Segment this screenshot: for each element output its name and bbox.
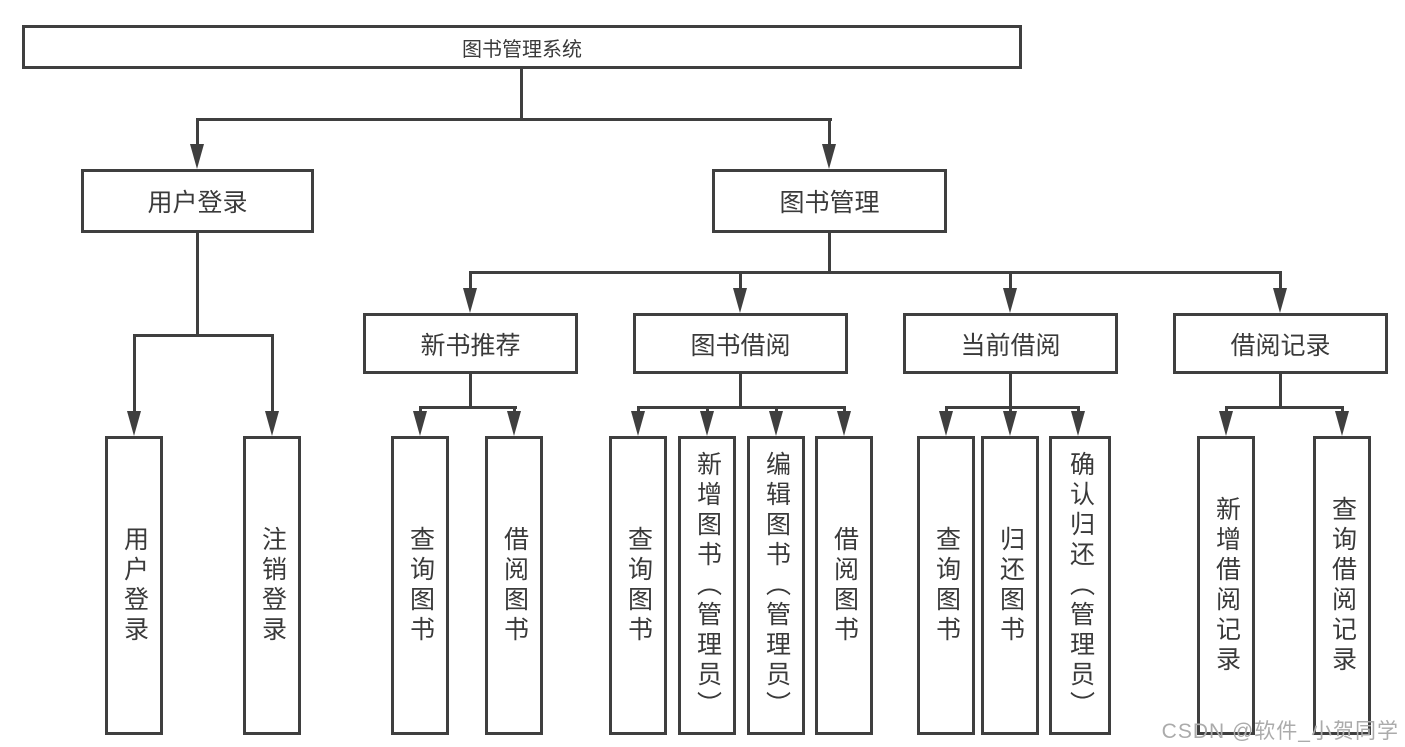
node-label: 新书推荐 bbox=[420, 331, 521, 360]
leaf-query-borrow-record: 查询借阅记录 bbox=[1313, 436, 1371, 735]
node-label: 借阅记录 bbox=[1230, 331, 1331, 360]
arrow-down-icon bbox=[631, 411, 645, 436]
leaf-query-books-current: 查询图书 bbox=[917, 436, 975, 735]
node-label: 确认归还（管理员） bbox=[1066, 450, 1095, 721]
connector-leaf-drop bbox=[637, 406, 640, 414]
arrow-down-icon bbox=[127, 411, 141, 436]
arrow-down-icon bbox=[822, 144, 836, 169]
connector-root-stem bbox=[520, 69, 523, 119]
connector-leaf-drop bbox=[513, 406, 516, 414]
connector-level3-drop bbox=[1009, 271, 1012, 291]
node-label: 借阅图书 bbox=[500, 525, 529, 646]
connector-leaf-drop bbox=[775, 406, 778, 414]
connector-leaf-drop bbox=[1077, 406, 1080, 414]
node-user-login: 用户登录 bbox=[81, 169, 314, 233]
connector-level3-drop bbox=[1279, 271, 1282, 291]
arrow-down-icon bbox=[507, 411, 521, 436]
connector-borrow-records-bar bbox=[1225, 406, 1344, 409]
arrow-down-icon bbox=[769, 411, 783, 436]
connector-leaf-drop bbox=[133, 334, 136, 414]
connector-level3-drop bbox=[469, 271, 472, 291]
leaf-add-book-admin: 新增图书（管理员） bbox=[678, 436, 736, 735]
node-label: 编辑图书（管理员） bbox=[762, 450, 791, 721]
leaf-confirm-return-admin: 确认归还（管理员） bbox=[1049, 436, 1111, 735]
node-label: 当前借阅 bbox=[960, 331, 1061, 360]
connector-leaf-drop bbox=[1225, 406, 1228, 414]
leaf-return-book: 归还图书 bbox=[981, 436, 1039, 735]
node-library-management-system: 图书管理系统 bbox=[22, 25, 1022, 69]
connector-leaf-drop bbox=[706, 406, 709, 414]
arrow-down-icon bbox=[1003, 288, 1017, 313]
node-book-borrowing: 图书借阅 bbox=[633, 313, 848, 374]
arrow-down-icon bbox=[1219, 411, 1233, 436]
connector-current-borrow-bar bbox=[945, 406, 1080, 409]
arrow-down-icon bbox=[733, 288, 747, 313]
connector-leaf-drop bbox=[945, 406, 948, 414]
connector-level3-drop bbox=[739, 271, 742, 291]
node-label: 借阅图书 bbox=[830, 525, 859, 646]
leaf-borrow-books-borrow: 借阅图书 bbox=[815, 436, 873, 735]
leaf-add-borrow-record: 新增借阅记录 bbox=[1197, 436, 1255, 735]
connector-leaf-drop bbox=[271, 334, 274, 414]
node-label: 新增图书（管理员） bbox=[693, 450, 722, 721]
connector-root-bar bbox=[196, 118, 832, 121]
connector-leaf-drop bbox=[1009, 406, 1012, 414]
arrow-down-icon bbox=[837, 411, 851, 436]
node-label: 图书管理系统 bbox=[462, 38, 582, 61]
connector-user-login-stem bbox=[196, 233, 199, 336]
connector-book-borrow-stem bbox=[739, 374, 742, 408]
node-borrowing-records: 借阅记录 bbox=[1173, 313, 1388, 374]
arrow-down-icon bbox=[190, 144, 204, 169]
node-label: 图书管理 bbox=[779, 189, 880, 217]
node-label: 查询借阅记录 bbox=[1328, 495, 1357, 676]
arrow-down-icon bbox=[1071, 411, 1085, 436]
node-label: 用户登录 bbox=[147, 189, 248, 217]
node-book-management: 图书管理 bbox=[712, 169, 947, 233]
node-current-borrowing: 当前借阅 bbox=[903, 313, 1118, 374]
connector-current-borrow-stem bbox=[1009, 374, 1012, 408]
connector-user-login-bar bbox=[133, 334, 274, 337]
node-label: 查询图书 bbox=[932, 525, 961, 646]
arrow-down-icon bbox=[1273, 288, 1287, 313]
node-new-book-recommendation: 新书推荐 bbox=[363, 313, 578, 374]
connector-leaf-drop bbox=[1341, 406, 1344, 414]
connector-book-borrow-bar bbox=[637, 406, 846, 409]
node-label: 注销登录 bbox=[258, 525, 287, 646]
leaf-edit-book-admin: 编辑图书（管理员） bbox=[747, 436, 805, 735]
arrow-down-icon bbox=[1335, 411, 1349, 436]
leaf-user-login: 用户登录 bbox=[105, 436, 163, 735]
csdn-watermark: CSDN @软件_小贺同学 bbox=[1161, 720, 1399, 743]
arrow-down-icon bbox=[1003, 411, 1017, 436]
leaf-query-books-recommend: 查询图书 bbox=[391, 436, 449, 735]
connector-user-login-drop bbox=[196, 118, 199, 148]
arrow-down-icon bbox=[413, 411, 427, 436]
leaf-query-books-borrow: 查询图书 bbox=[609, 436, 667, 735]
leaf-borrow-books-recommend: 借阅图书 bbox=[485, 436, 543, 735]
arrow-down-icon bbox=[700, 411, 714, 436]
connector-leaf-drop bbox=[843, 406, 846, 414]
node-label: 用户登录 bbox=[120, 525, 149, 646]
connector-new-book-bar bbox=[419, 406, 517, 409]
arrow-down-icon bbox=[265, 411, 279, 436]
connector-borrow-records-stem bbox=[1279, 374, 1282, 408]
connector-new-book-stem bbox=[469, 374, 472, 408]
connector-leaf-drop bbox=[419, 406, 422, 414]
node-label: 归还图书 bbox=[996, 525, 1025, 646]
arrow-down-icon bbox=[939, 411, 953, 436]
node-label: 查询图书 bbox=[406, 525, 435, 646]
node-label: 新增借阅记录 bbox=[1212, 495, 1241, 676]
leaf-logout: 注销登录 bbox=[243, 436, 301, 735]
connector-book-management-stem bbox=[828, 233, 831, 273]
node-label: 图书借阅 bbox=[690, 331, 791, 360]
node-label: 查询图书 bbox=[624, 525, 653, 646]
arrow-down-icon bbox=[463, 288, 477, 313]
connector-book-management-bar bbox=[469, 271, 1282, 274]
connector-book-management-drop bbox=[828, 118, 831, 148]
